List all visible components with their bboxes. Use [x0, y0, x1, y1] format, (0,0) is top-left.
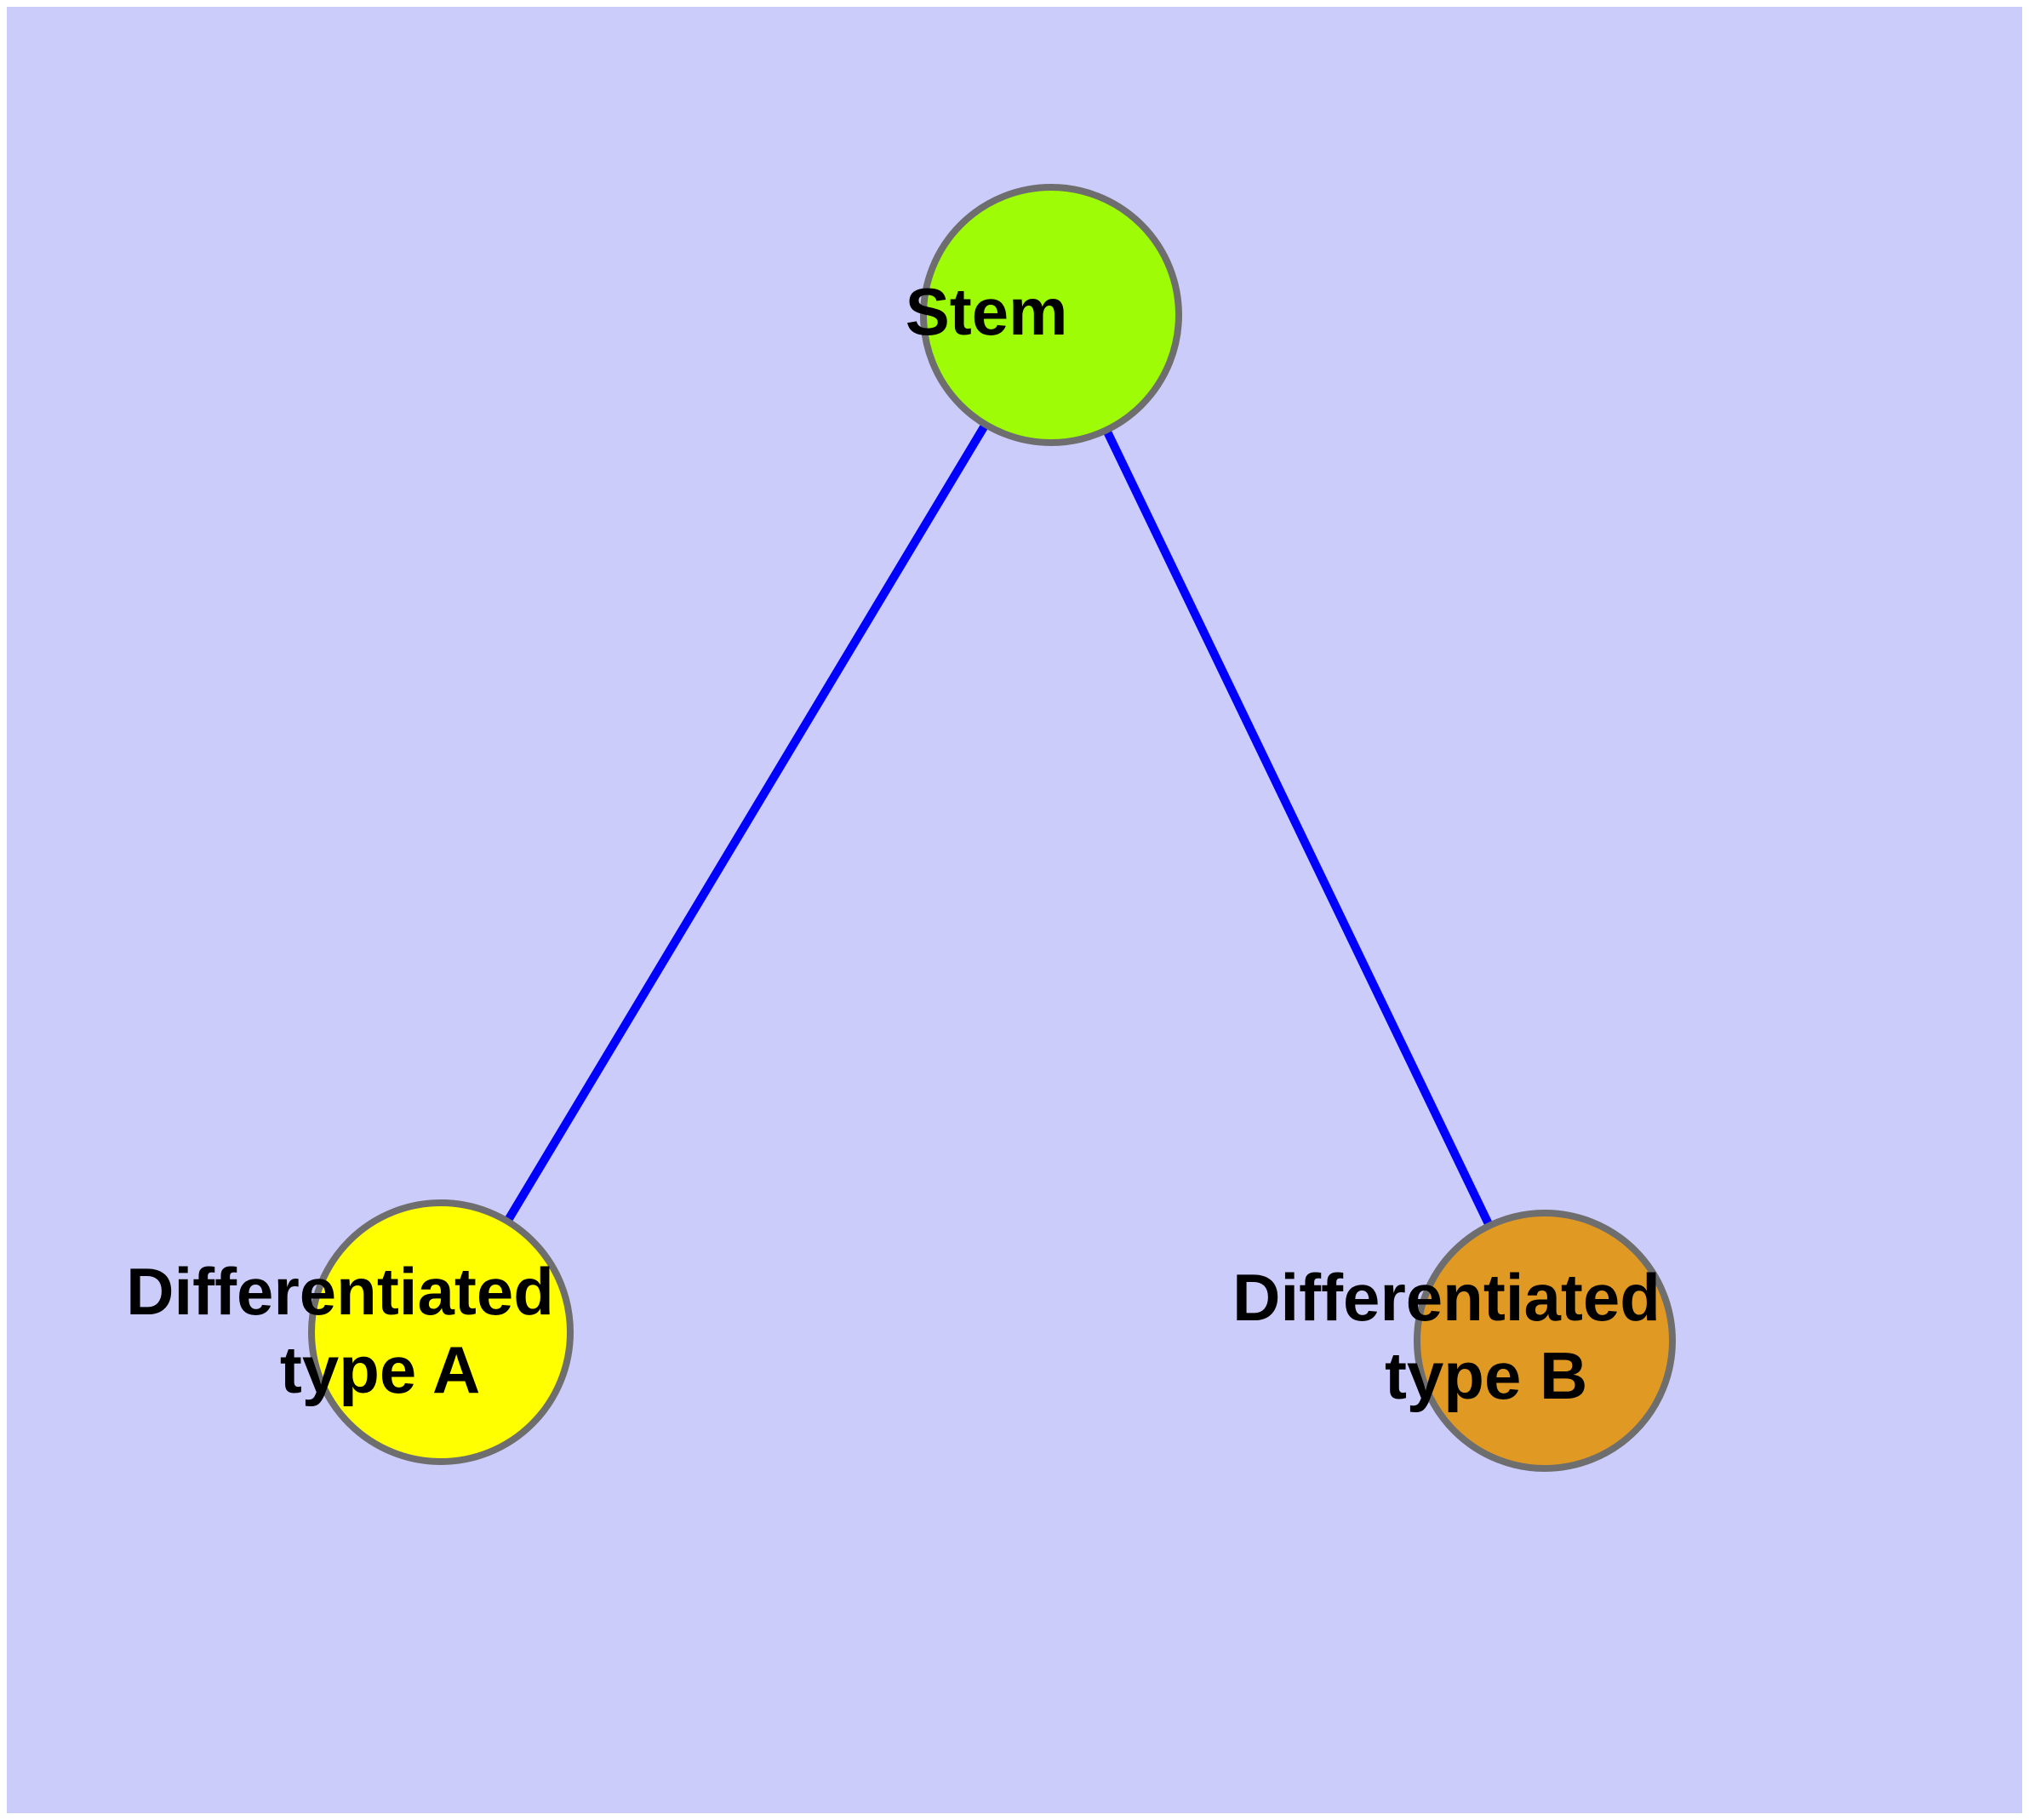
edge-stem-to-differentiated-type-b[interactable]: [1047, 312, 1549, 1343]
node-label-differentiated-type-b: Differentiated type B: [1232, 1260, 1826, 1413]
node-stem[interactable]: [920, 184, 1182, 446]
node-differentiated-type-b[interactable]: [1414, 1210, 1676, 1472]
node-label-stem: Stem: [906, 274, 1197, 349]
labels-layer: Stem Differentiated type A Differentiate…: [126, 274, 1826, 1413]
edges-layer: [437, 312, 1549, 1343]
node-label-line: Differentiated: [126, 1254, 554, 1329]
node-label-line: type B: [1385, 1338, 1587, 1413]
node-label-line: type A: [280, 1332, 479, 1407]
node-label-line: Stem: [906, 274, 1068, 349]
node-label-differentiated-type-a: Differentiated type A: [126, 1254, 720, 1407]
node-differentiated-type-a[interactable]: [308, 1199, 574, 1465]
nodes-layer: [308, 184, 1676, 1472]
node-label-line: Differentiated: [1232, 1260, 1660, 1335]
edge-stem-to-differentiated-type-a[interactable]: [437, 312, 1055, 1335]
